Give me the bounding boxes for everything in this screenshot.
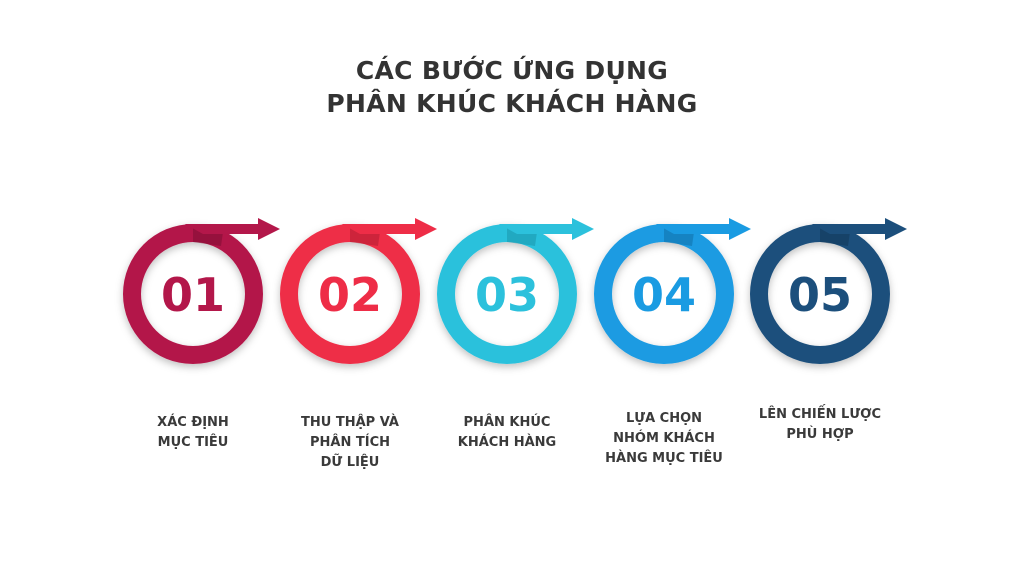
step-arrow-band <box>656 224 729 234</box>
step-label: XÁC ĐỊNH MỤC TIÊU <box>157 415 229 450</box>
step-number: 03 <box>475 268 539 322</box>
step-label: THU THẬP VÀ PHÂN TÍCH DỮ LIỆU <box>301 415 399 470</box>
step-label: LÊN CHIẾN LƯỢC PHÙ HỢP <box>758 407 882 442</box>
step-arrow-band <box>185 224 258 234</box>
step-arrow-band <box>499 224 572 234</box>
step-label: PHÂN KHÚC KHÁCH HÀNG <box>457 415 557 450</box>
step-1: 01 <box>122 218 280 365</box>
page-title-line-2: PHÂN KHÚC KHÁCH HÀNG <box>326 89 698 118</box>
step-number: 02 <box>318 268 382 322</box>
page-title-line-1: CÁC BƯỚC ỨNG DỤNG <box>355 56 669 85</box>
step-3: 03 <box>437 218 594 364</box>
step-label: LỰA CHỌN NHÓM KHÁCH HÀNG MỤC TIÊU <box>605 411 723 466</box>
step-number: 05 <box>788 268 852 322</box>
step-arrow-band <box>812 224 885 234</box>
arrow-right-icon <box>258 218 280 240</box>
step-number: 01 <box>161 268 225 322</box>
step-2: 02 <box>280 218 437 364</box>
arrow-right-icon <box>572 218 594 240</box>
step-number: 04 <box>632 268 696 322</box>
arrow-right-icon <box>885 218 907 240</box>
step-arrow-band <box>342 224 415 234</box>
step-5: 05 <box>750 218 907 364</box>
arrow-right-icon <box>729 218 751 240</box>
arrow-right-icon <box>415 218 437 240</box>
step-4: 04 <box>594 218 751 364</box>
